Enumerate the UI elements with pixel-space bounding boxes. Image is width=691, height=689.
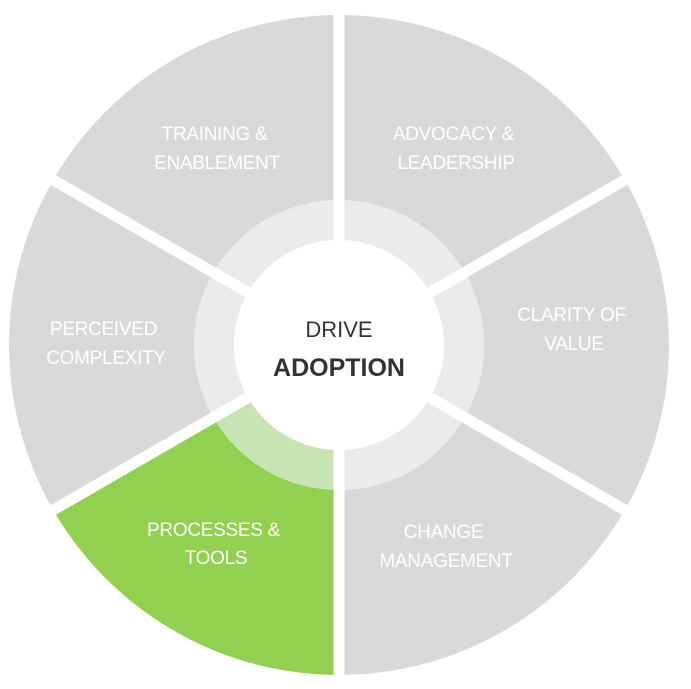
ring-perceived-complexity — [194, 272, 249, 418]
center-title-line1: DRIVE — [305, 317, 372, 342]
ring-clarity-of-value — [429, 272, 484, 418]
segment-training-enablement — [53, 15, 340, 273]
divider-5 — [46, 392, 251, 517]
label-training-enablement: TRAINING & ENABLEMENT — [154, 124, 281, 174]
segment-advocacy-leadership — [339, 15, 625, 273]
segment-clarity-of-value — [464, 180, 669, 510]
label-advocacy-leadership: ADVOCACY & LEADERSHIP — [393, 124, 519, 174]
label-processes-tools: PROCESSES & TOOLS — [147, 520, 285, 569]
segment-perceived-complexity — [8, 180, 214, 510]
divider-2 — [427, 173, 632, 298]
segment-dividers — [46, 11, 632, 679]
segment-change-management — [339, 417, 625, 675]
label-perceived-complexity: PERCEIVED COMPLEXITY — [46, 319, 166, 369]
divider-0 — [46, 173, 251, 298]
center-title-line2: ADOPTION — [273, 354, 405, 382]
segment-processes-tools — [53, 417, 340, 675]
label-clarity-of-value: CLARITY OF VALUE — [517, 305, 631, 355]
ring-advocacy-leadership — [339, 200, 465, 293]
label-change-management: CHANGE MANAGEMENT — [379, 522, 513, 572]
center-hub — [234, 240, 444, 450]
ring-change-management — [339, 397, 465, 490]
divider-3 — [427, 392, 632, 517]
ring-training-enablement — [213, 200, 339, 293]
ring-processes-tools — [213, 397, 339, 490]
